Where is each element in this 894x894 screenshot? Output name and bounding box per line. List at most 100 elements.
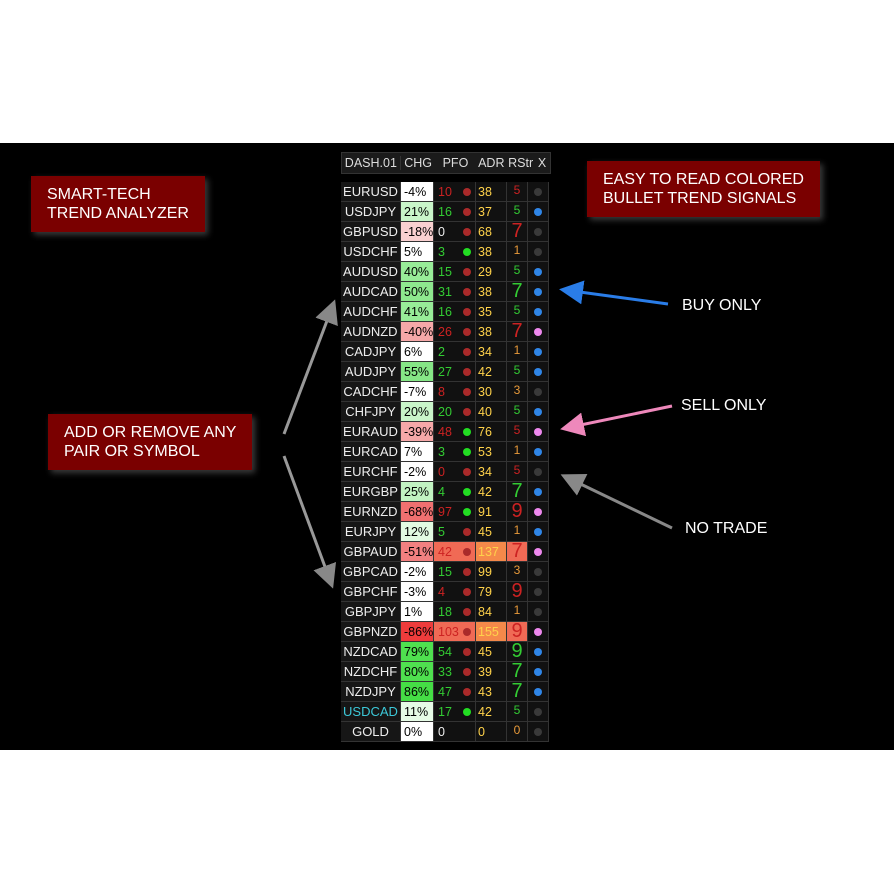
pfo-cell: 42 [434, 542, 476, 562]
pfo-value: 17 [438, 704, 452, 719]
pfo-cell: 47 [434, 682, 476, 702]
pair-symbol[interactable]: EURNZD [341, 502, 401, 522]
adr-cell: 37 [476, 202, 507, 222]
pair-symbol[interactable]: GBPCHF [341, 582, 401, 602]
chg-cell: -86% [401, 622, 434, 642]
adr-cell: 42 [476, 362, 507, 382]
pair-symbol[interactable]: CHFJPY [341, 402, 401, 422]
pair-symbol[interactable]: USDCHF [341, 242, 401, 262]
pair-symbol[interactable]: GBPJPY [341, 602, 401, 622]
pfo-cell: 17 [434, 702, 476, 722]
adr-cell: 39 [476, 662, 507, 682]
trend-bullet-icon [528, 442, 549, 462]
pair-symbol[interactable]: NZDCAD [341, 642, 401, 662]
trend-bullet-icon [528, 722, 549, 742]
adr-cell: 29 [476, 262, 507, 282]
pfo-value: 0 [438, 224, 445, 239]
pair-symbol[interactable]: GBPNZD [341, 622, 401, 642]
chg-cell: 80% [401, 662, 434, 682]
header-rstr: RStr [508, 156, 534, 170]
rstr-cell: 7 [507, 680, 528, 702]
pfo-cell: 31 [434, 282, 476, 302]
pfo-cell: 33 [434, 662, 476, 682]
rstr-cell: 1 [507, 522, 528, 542]
no-trade-label: NO TRADE [685, 520, 768, 537]
pfo-value: 27 [438, 364, 452, 379]
adr-cell: 137 [476, 542, 507, 562]
pair-symbol[interactable]: NZDJPY [341, 682, 401, 702]
pair-symbol[interactable]: EURJPY [341, 522, 401, 542]
pfo-bullet-icon [463, 587, 471, 596]
pair-symbol[interactable]: GBPCAD [341, 562, 401, 582]
pair-symbol[interactable]: AUDJPY [341, 362, 401, 382]
pair-symbol[interactable]: EURCAD [341, 442, 401, 462]
pair-symbol[interactable]: GOLD [341, 722, 401, 742]
pair-symbol[interactable]: AUDNZD [341, 322, 401, 342]
pair-symbol[interactable]: EURUSD [341, 182, 401, 202]
pfo-bullet-icon [463, 707, 471, 716]
trend-bullet-icon [528, 562, 549, 582]
header-pfo: PFO [442, 156, 469, 170]
chg-cell: -2% [401, 462, 434, 482]
pfo-bullet-icon [463, 687, 471, 696]
pfo-cell: 20 [434, 402, 476, 422]
pair-symbol[interactable]: EURCHF [341, 462, 401, 482]
pfo-value: 4 [438, 584, 445, 599]
header-x[interactable]: X [537, 156, 547, 170]
rstr-cell: 5 [507, 202, 528, 222]
pair-symbol[interactable]: CADJPY [341, 342, 401, 362]
pair-symbol[interactable]: AUDCHF [341, 302, 401, 322]
pfo-cell: 5 [434, 522, 476, 542]
pair-symbol[interactable]: AUDUSD [341, 262, 401, 282]
trend-bullet-icon [528, 182, 549, 202]
chg-cell: -68% [401, 502, 434, 522]
rstr-cell: 9 [507, 640, 528, 662]
pfo-bullet-icon [463, 547, 471, 556]
rstr-cell: 1 [507, 242, 528, 262]
pfo-bullet-icon [463, 607, 471, 616]
chg-cell: 11% [401, 702, 434, 722]
pfo-value: 47 [438, 684, 452, 699]
pfo-value: 18 [438, 604, 452, 619]
rstr-cell: 7 [507, 320, 528, 342]
pair-symbol[interactable]: USDCAD [341, 702, 401, 722]
rstr-cell: 7 [507, 660, 528, 682]
trend-bullet-icon [528, 422, 549, 442]
trend-bullet-icon [528, 622, 549, 642]
header-dash[interactable]: DASH.01 [342, 156, 401, 170]
rstr-cell: 1 [507, 602, 528, 622]
sell-only-label: SELL ONLY [681, 397, 767, 414]
pfo-cell: 2 [434, 342, 476, 362]
pfo-cell: 16 [434, 302, 476, 322]
pair-symbol[interactable]: USDJPY [341, 202, 401, 222]
pfo-bullet-icon [463, 567, 471, 576]
rstr-cell: 9 [507, 580, 528, 602]
chg-cell: 86% [401, 682, 434, 702]
pair-symbol[interactable]: AUDCAD [341, 282, 401, 302]
adr-cell: 79 [476, 582, 507, 602]
trend-bullet-icon [528, 282, 549, 302]
pfo-bullet-icon [463, 307, 471, 316]
pfo-bullet-icon [463, 467, 471, 476]
pair-symbol[interactable]: EURGBP [341, 482, 401, 502]
pfo-cell: 4 [434, 582, 476, 602]
pair-symbol[interactable]: GBPAUD [341, 542, 401, 562]
pair-symbol[interactable]: GBPUSD [341, 222, 401, 242]
trend-bullet-icon [528, 382, 549, 402]
adr-cell: 35 [476, 302, 507, 322]
pair-symbol[interactable]: CADCHF [341, 382, 401, 402]
pair-symbol[interactable]: EURAUD [341, 422, 401, 442]
pair-symbol[interactable]: NZDCHF [341, 662, 401, 682]
rstr-cell: 3 [507, 562, 528, 582]
